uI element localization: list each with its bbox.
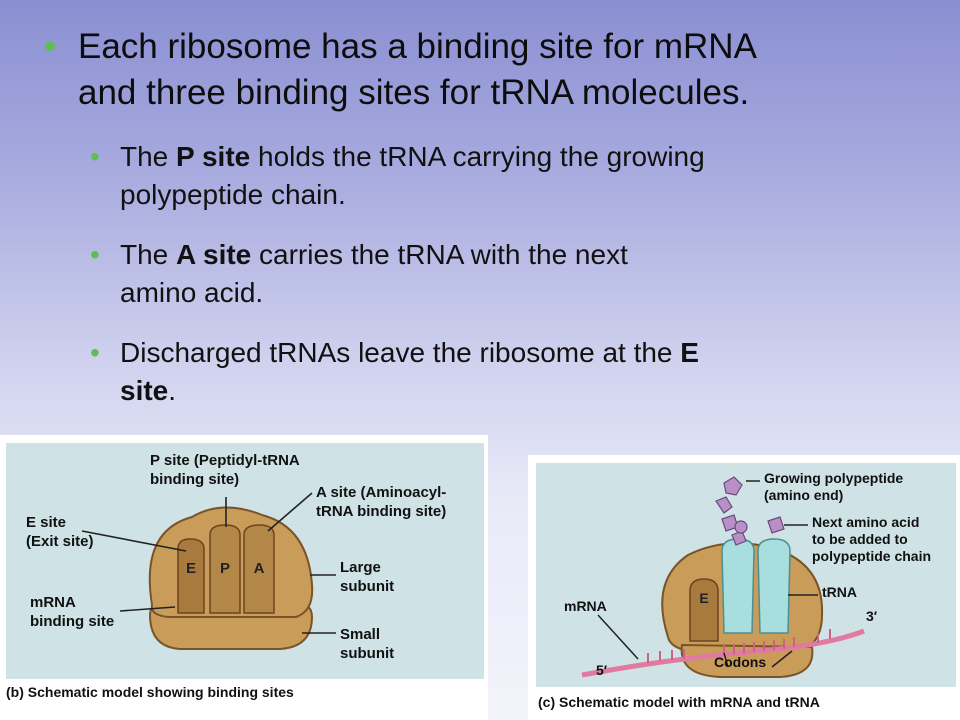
trna-a-site xyxy=(757,538,791,634)
sub-bullet-p-site: The P site holds the tRNA carrying the g… xyxy=(120,138,920,214)
label-p-site-1: P site (Peptidyl-tRNA xyxy=(150,452,300,469)
label-site-e: E xyxy=(186,560,196,577)
trna-p-site xyxy=(721,538,755,634)
e-site-pocket xyxy=(689,578,719,642)
term-site: site xyxy=(120,375,169,406)
label-mrna-2: binding site xyxy=(30,613,114,630)
sub-bullet-a-site: The A site carries the tRNA with the nex… xyxy=(120,236,920,312)
leader-lines xyxy=(597,480,818,668)
caption-c: (c) Schematic model with mRNA and tRNA xyxy=(538,694,820,710)
text: amino acid. xyxy=(120,277,264,308)
label-large-2: subunit xyxy=(340,578,394,595)
caption-b: (b) Schematic model showing binding site… xyxy=(6,684,294,700)
label-five-prime: 5′ xyxy=(596,662,608,678)
label-codons: Codons xyxy=(714,654,766,670)
figure-c-mrna-trna: E Growing polypeptide (amino end) Next a… xyxy=(528,455,960,720)
main-bullet: Each ribosome has a binding site for mRN… xyxy=(78,24,938,116)
label-site-a: A xyxy=(254,560,265,577)
text: carries the tRNA with the next xyxy=(251,239,628,270)
bullet-dot: • xyxy=(44,27,57,66)
text: The xyxy=(120,141,177,172)
text: polypeptide chain. xyxy=(120,179,346,210)
label-a-site-2: tRNA binding site) xyxy=(316,503,446,520)
ribosome-diagram-c: E Growing polypeptide (amino end) Next a… xyxy=(536,463,956,710)
label-site-e: E xyxy=(699,590,708,606)
figure-b-binding-sites: E P A P site (Peptidyl-tRNA binding site… xyxy=(0,435,488,720)
bullet-dot: • xyxy=(90,239,100,270)
mrna-bases xyxy=(647,629,831,663)
label-growing-2: (amino end) xyxy=(764,487,843,503)
label-next-2: to be added to xyxy=(812,531,908,547)
label-small-2: subunit xyxy=(340,645,394,662)
label-next-3: polypeptide chain xyxy=(812,548,931,564)
bullet-dot: • xyxy=(90,141,100,172)
text: The xyxy=(120,239,177,270)
label-small-1: Small xyxy=(340,626,380,643)
bullet-dot: • xyxy=(90,337,100,368)
label-mrna-1: mRNA xyxy=(30,594,76,611)
label-e-site-2: (Exit site) xyxy=(26,533,94,550)
main-bullet-line2: and three binding sites for tRNA molecul… xyxy=(78,73,750,112)
label-three-prime: 3′ xyxy=(866,608,878,624)
sub-bullet-e-site: Discharged tRNAs leave the ribosome at t… xyxy=(120,334,920,410)
text: holds the tRNA carrying the growing xyxy=(250,141,705,172)
label-p-site-2: binding site) xyxy=(150,471,239,488)
ribosome-diagram-b: E P A P site (Peptidyl-tRNA binding site… xyxy=(6,443,484,700)
text: . xyxy=(168,375,177,406)
label-next-1: Next amino acid xyxy=(812,514,919,530)
main-bullet-line1: Each ribosome has a binding site for mRN… xyxy=(78,27,757,66)
label-large-1: Large xyxy=(340,559,381,576)
e-site-pocket xyxy=(177,538,205,614)
label-e-site-1: E site xyxy=(26,514,66,531)
label-trna: tRNA xyxy=(822,584,857,600)
mrna-strand xyxy=(581,628,865,678)
term-e: E xyxy=(680,337,699,368)
polypeptide-chain xyxy=(715,476,785,546)
leader-lines xyxy=(81,492,336,634)
term-p-site: P site xyxy=(176,141,251,172)
p-site-pocket xyxy=(209,524,241,614)
a-site-pocket xyxy=(243,524,275,614)
label-mrna: mRNA xyxy=(564,598,607,614)
label-a-site-1: A site (Aminoacyl- xyxy=(316,484,446,501)
label-growing-1: Growing polypeptide xyxy=(764,470,903,486)
label-site-p: P xyxy=(220,560,230,577)
text: Discharged tRNAs leave the ribosome at t… xyxy=(120,337,681,368)
term-a-site: A site xyxy=(176,239,252,270)
